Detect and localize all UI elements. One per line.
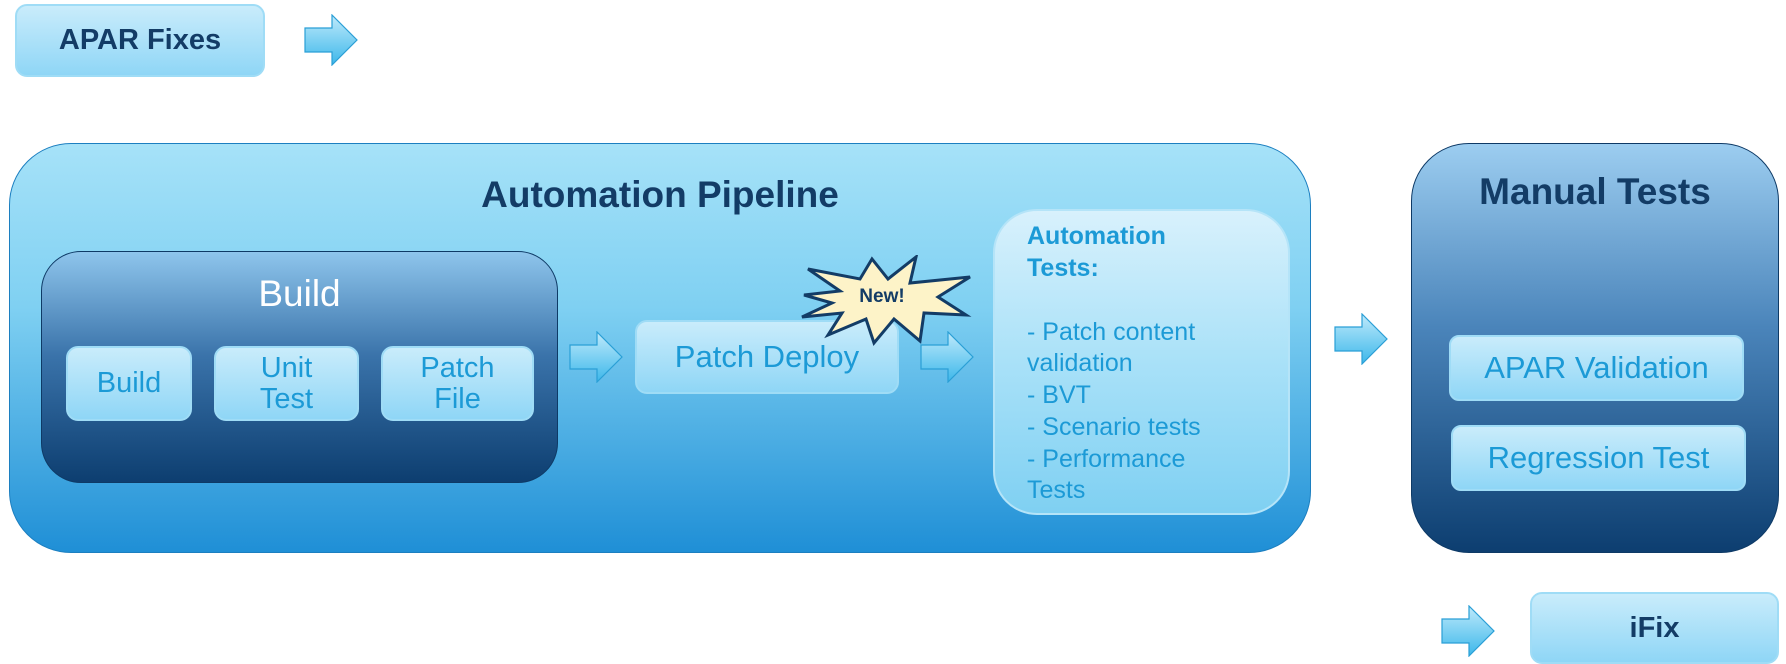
patch-deploy-step: Patch Deploy: [635, 320, 899, 394]
automation-tests-item: - Performance Tests: [1027, 444, 1186, 505]
arrow-right-icon: [304, 14, 358, 66]
regression-test-label: Regression Test: [1487, 439, 1710, 475]
apar-validation-step: APAR Validation: [1449, 335, 1744, 401]
automation-tests-item: - Scenario tests: [1027, 412, 1201, 441]
pipeline-title: Automation Pipeline: [481, 174, 839, 215]
unit-test-step: Unit Test: [214, 346, 359, 421]
patch-file-step: Patch File: [381, 346, 534, 421]
arrow-right-icon: [1441, 605, 1495, 657]
regression-test-step: Regression Test: [1451, 425, 1746, 491]
build-step: Build: [66, 346, 192, 421]
new-badge-burst: [801, 255, 972, 347]
patch-file-step-label: Patch File: [420, 352, 495, 415]
arrow-right-icon: [1334, 313, 1388, 365]
arrow-right-icon: [920, 331, 974, 383]
apar-fixes-label: APAR Fixes: [58, 24, 222, 57]
apar-fixes-box: APAR Fixes: [15, 4, 265, 77]
apar-validation-label: APAR Validation: [1484, 349, 1709, 385]
build-step-label: Build: [96, 367, 162, 400]
patch-deploy-label: Patch Deploy: [674, 338, 860, 374]
automation-tests-panel: Automation Tests: - Patch content valida…: [993, 209, 1290, 515]
arrow-right-icon: [569, 331, 623, 383]
build-group-title: Build: [258, 273, 341, 314]
unit-test-step-label: Unit Test: [259, 352, 314, 415]
automation-tests-item: - Patch content validation: [1027, 317, 1196, 378]
ifix-box: iFix: [1530, 592, 1779, 664]
automation-tests-item: - BVT: [1027, 381, 1091, 409]
manual-tests-title: Manual Tests: [1479, 171, 1711, 212]
automation-tests-heading: Automation Tests:: [1027, 222, 1166, 282]
ifix-label: iFix: [1629, 611, 1680, 644]
new-badge-label: New!: [859, 286, 905, 307]
